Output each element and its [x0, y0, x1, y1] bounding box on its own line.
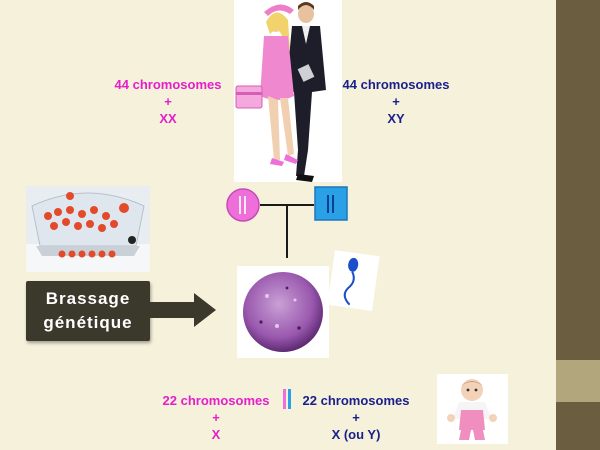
male-chromosome-label: 44 chromosomes + XY	[332, 76, 460, 127]
egg-chromosome-count: 22 chromosomes	[162, 393, 270, 408]
male-plus: +	[392, 94, 400, 109]
egg-chromosome-label: 22 chromosomes + X	[152, 392, 280, 443]
egg-plus: +	[212, 410, 220, 425]
couple-photo	[234, 0, 342, 182]
couple-illustration	[234, 0, 342, 182]
female-circle-symbol	[226, 188, 260, 222]
brassage-line2: génétique	[43, 313, 133, 332]
lottery-machine-illustration	[26, 186, 150, 272]
right-band-accent	[556, 360, 600, 402]
male-square-symbol	[314, 186, 348, 221]
sperm-illustration	[327, 250, 380, 311]
female-plus: +	[164, 94, 172, 109]
egg-cell-illustration	[237, 266, 329, 358]
baby-photo	[437, 374, 508, 444]
female-chromosome-label: 44 chromosomes + XX	[104, 76, 232, 127]
brassage-line1: Brassage	[45, 289, 131, 308]
male-chromosome-count: 44 chromosomes	[342, 77, 450, 92]
male-sex-chromosomes: XY	[387, 111, 405, 126]
sperm-plus: +	[352, 410, 360, 425]
lottery-machine-photo	[26, 186, 150, 272]
descent-line	[286, 205, 288, 258]
genetic-shuffling-box: Brassage génétique	[26, 281, 150, 341]
egg-cell-photo	[237, 266, 329, 358]
sperm-sex-chromosome: X (ou Y)	[331, 427, 381, 442]
female-chromosome-count: 44 chromosomes	[114, 77, 222, 92]
sperm-chromosome-count: 22 chromosomes	[302, 393, 410, 408]
female-sex-chromosomes: XX	[159, 111, 177, 126]
chromosome-pair-icon	[283, 389, 291, 409]
baby-doll-illustration	[437, 374, 508, 444]
right-arrow-icon	[150, 293, 216, 327]
sperm-chromosome-label: 22 chromosomes + X (ou Y)	[292, 392, 420, 443]
egg-sex-chromosome: X	[211, 427, 221, 442]
sperm-icon	[327, 250, 380, 311]
